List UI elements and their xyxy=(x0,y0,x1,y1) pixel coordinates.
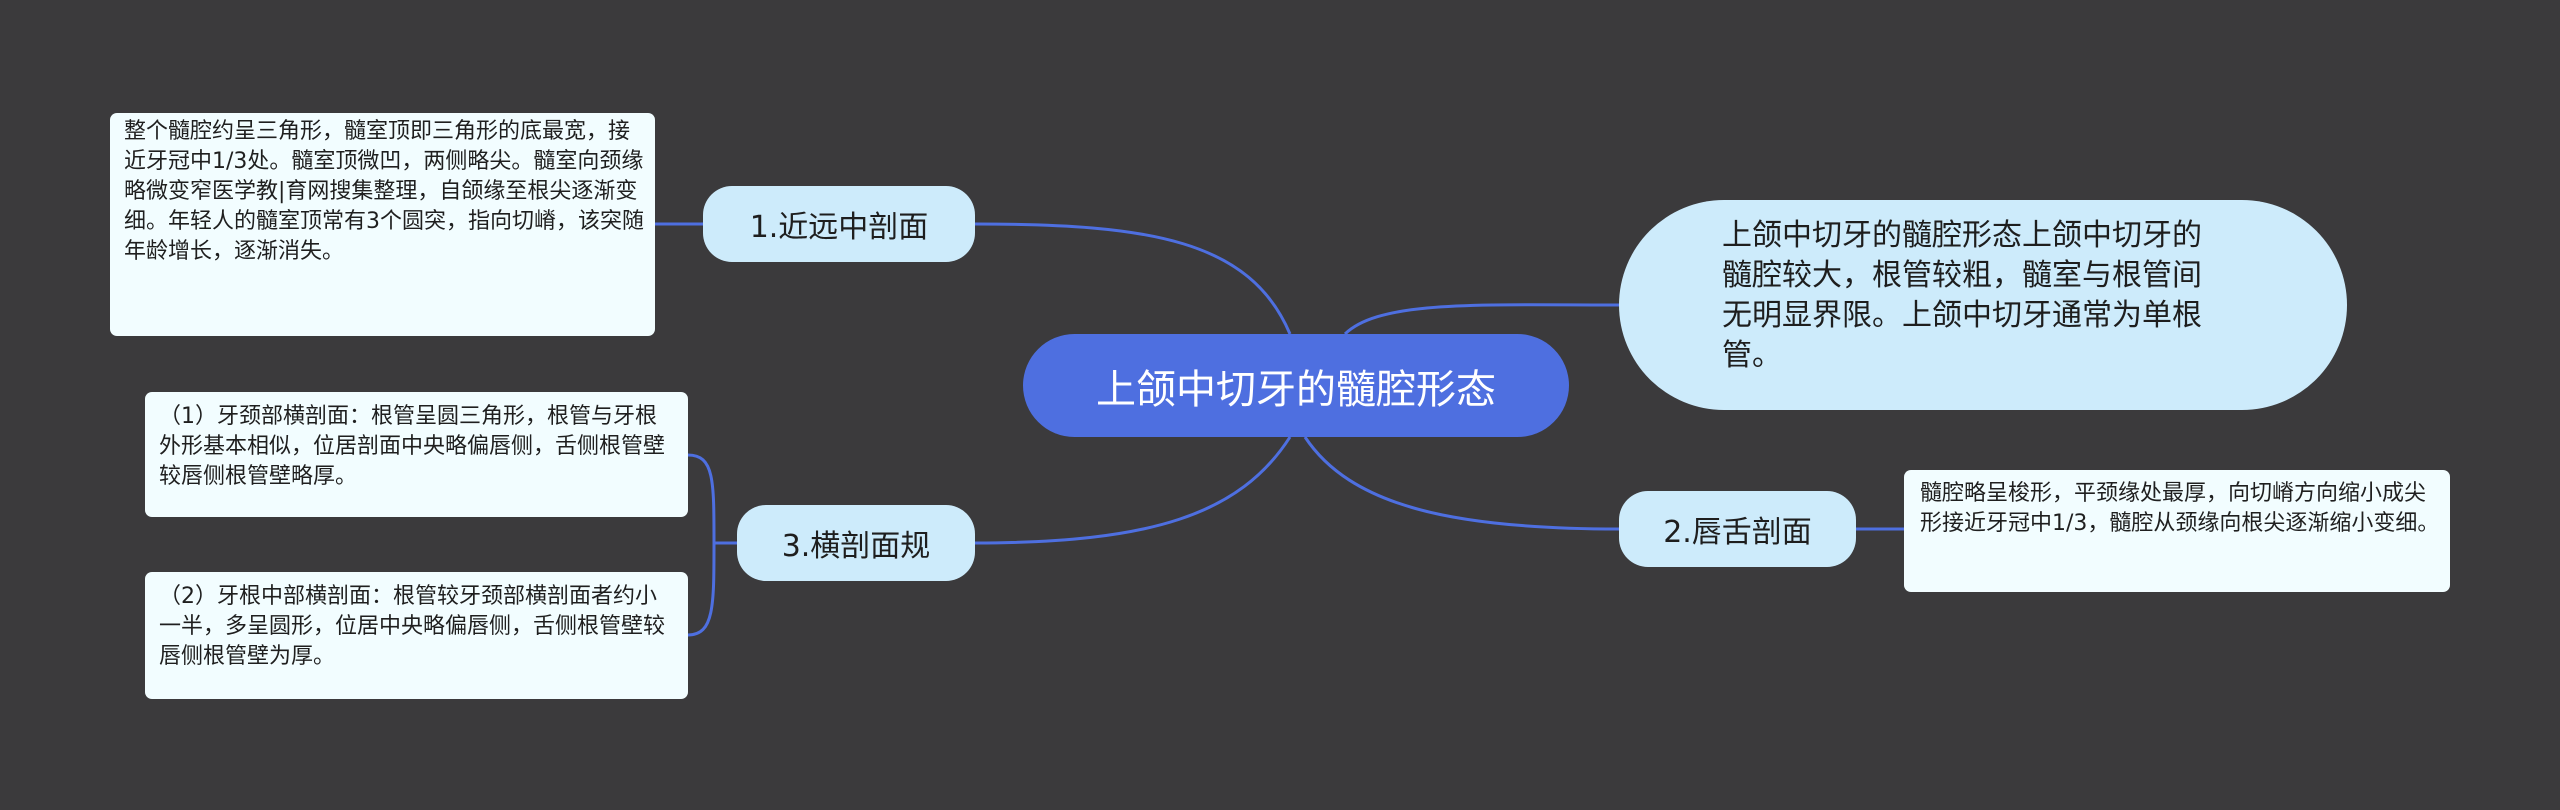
branch-labiolingual-section[interactable]: 2.唇舌剖面 xyxy=(1619,491,1856,567)
branch-label: 3.横剖面规 xyxy=(781,529,931,564)
branch-mesiodistal-section[interactable]: 1.近远中剖面 xyxy=(703,186,975,262)
connector-root-to-branch-3 xyxy=(974,436,1292,545)
leaf-labiolingual-detail[interactable]: 髓腔略呈梭形，平颈缘处最厚，向切嵴方向缩小成尖形接近牙冠中1/3，髓腔从颈缘向根… xyxy=(1904,470,2450,592)
branch-cross-section[interactable]: 3.横剖面规 xyxy=(737,505,975,581)
connector-root-to-branch-1 xyxy=(974,222,1292,335)
connector-root-to-branch-2 xyxy=(1303,436,1620,531)
connector-root-to-summary xyxy=(1343,303,1620,336)
summary-text: 上颌中切牙的髓腔形态上颌中切牙的髓腔较大，根管较粗，髓室与根管间无明显界限。上颌… xyxy=(1722,218,2202,373)
branch-label: 2.唇舌剖面 xyxy=(1663,515,1812,550)
leaf-text: 髓腔略呈梭形，平颈缘处最厚，向切嵴方向缩小成尖形接近牙冠中1/3，髓腔从颈缘向根… xyxy=(1920,481,2440,536)
branch-label: 1.近远中剖面 xyxy=(749,210,929,245)
leaf-cervical-cross-section[interactable]: （1）牙颈部横剖面：根管呈圆三角形，根管与牙根外形基本相似，位居剖面中央略偏唇侧… xyxy=(145,392,688,517)
leaf-text: 整个髓腔约呈三角形，髓室顶即三角形的底最宽，接近牙冠中1/3处。髓室顶微凹，两侧… xyxy=(124,119,644,264)
leaf-text: （1）牙颈部横剖面：根管呈圆三角形，根管与牙根外形基本相似，位居剖面中央略偏唇侧… xyxy=(159,404,666,489)
summary-topic[interactable]: 上颌中切牙的髓腔形态上颌中切牙的髓腔较大，根管较粗，髓室与根管间无明显界限。上颌… xyxy=(1619,200,2347,410)
connector-branch-3-to-leaves xyxy=(687,453,737,637)
root-topic-label: 上颌中切牙的髓腔形态 xyxy=(1096,366,1496,413)
leaf-mid-root-cross-section[interactable]: （2）牙根中部横剖面：根管较牙颈部横剖面者约小一半，多呈圆形，位居中央略偏唇侧，… xyxy=(145,572,688,699)
leaf-mesiodistal-detail[interactable]: 整个髓腔约呈三角形，髓室顶即三角形的底最宽，接近牙冠中1/3处。髓室顶微凹，两侧… xyxy=(110,113,655,336)
leaf-text: （2）牙根中部横剖面：根管较牙颈部横剖面者约小一半，多呈圆形，位居中央略偏唇侧，… xyxy=(159,584,666,669)
root-topic[interactable]: 上颌中切牙的髓腔形态 xyxy=(1023,334,1569,437)
